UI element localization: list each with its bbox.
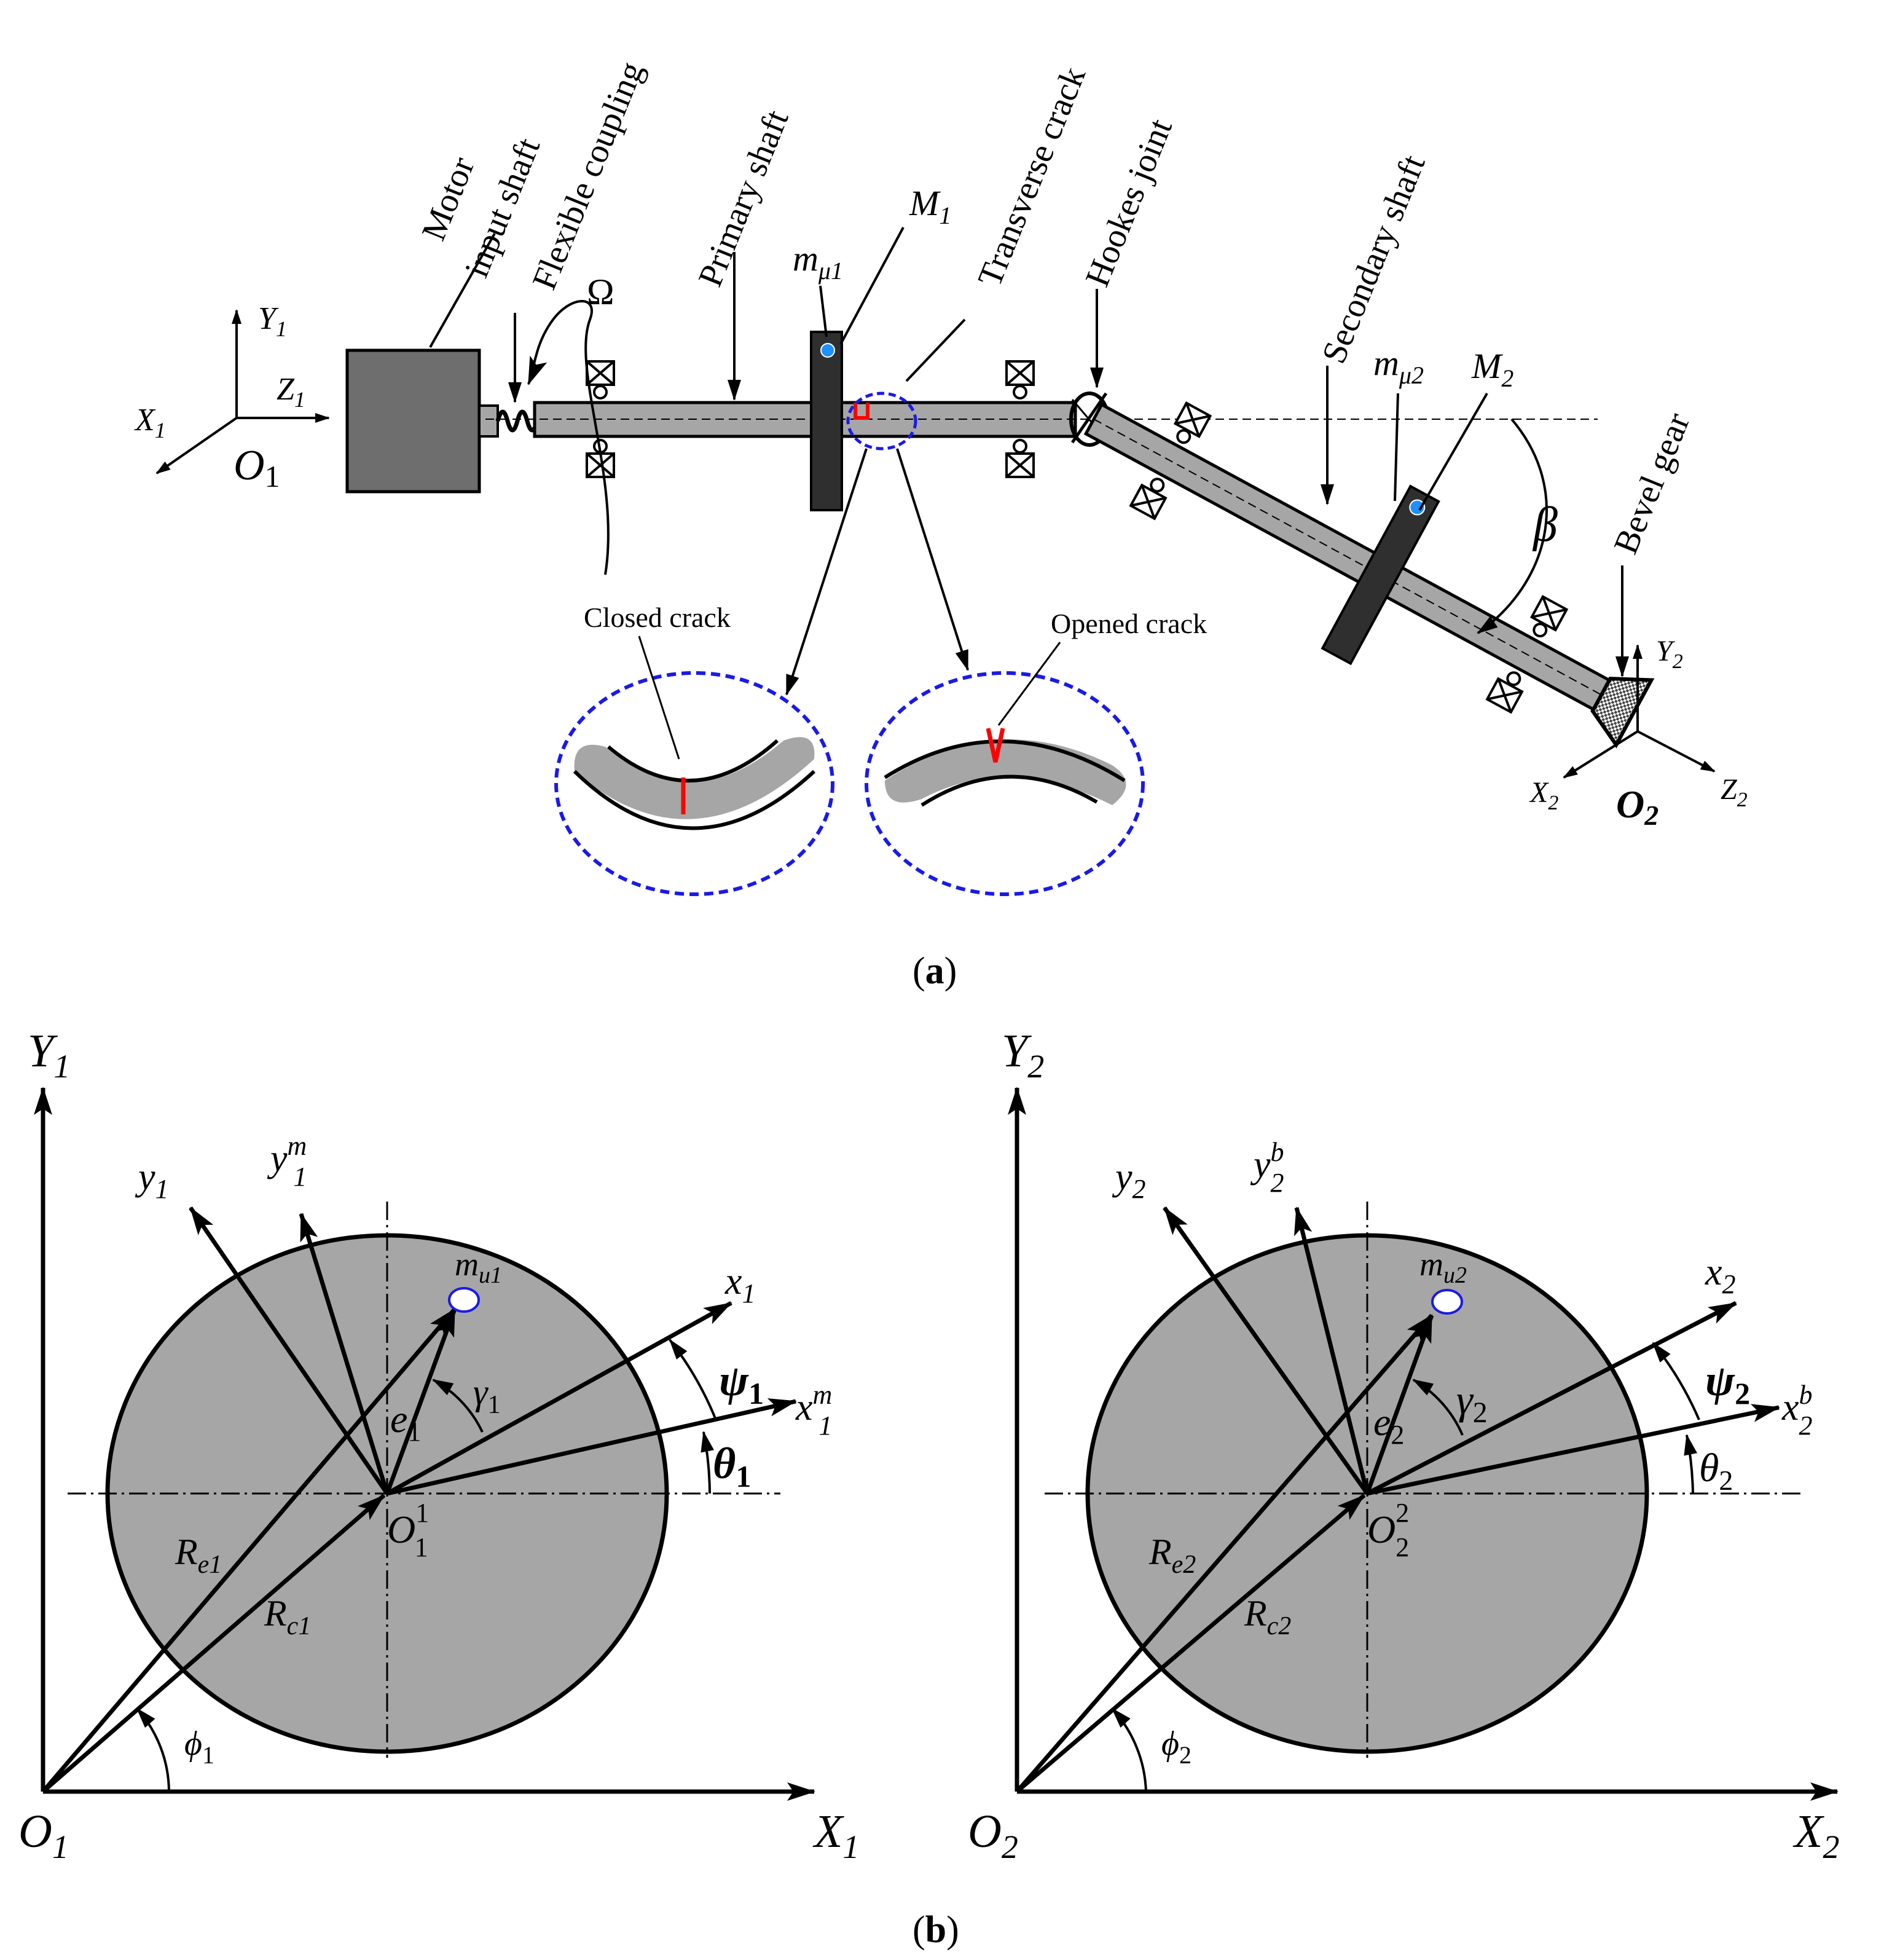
right-Y-axis-label: Y2 (1002, 1025, 1044, 1085)
frame1-O-label: O1 (234, 442, 280, 494)
bearing-icon (1005, 360, 1035, 478)
closed-crack-label: Closed crack (584, 602, 731, 633)
right-mu-label: mu2 (1419, 1246, 1467, 1288)
right-phi-label: ϕ2 (1161, 1725, 1191, 1769)
hookes-joint-label: Hookes joint (1078, 113, 1180, 291)
left-Y-axis-label: Y1 (28, 1025, 70, 1085)
right-Re-label: Re2 (1148, 1532, 1196, 1579)
motor-block (345, 348, 481, 494)
frame1-Y-label: Y1 (258, 301, 287, 341)
bearing-icon (1485, 594, 1569, 714)
secondary-shaft-label: Secondary shaft (1315, 149, 1433, 369)
frame2-Z-label: Z2 (1721, 773, 1748, 811)
unbalance-mass-1 (820, 343, 835, 358)
right-psi-label: ψ2 (1705, 1356, 1750, 1411)
flexible-coupling-label: Flexible coupling (525, 57, 651, 295)
left-e-label: e1 (390, 1397, 421, 1447)
omega-rotation-arrow (527, 300, 610, 575)
right-e-label: e2 (1373, 1400, 1404, 1450)
unbalance-mass-2 (1409, 499, 1426, 516)
frame2-X-label: X2 (1529, 776, 1558, 814)
left-unbalance-mass (448, 1287, 480, 1313)
left-Re-label: Re1 (175, 1532, 222, 1579)
mass2-M-label: M2 (1471, 346, 1513, 392)
mass2-m-label: mμ2 (1373, 343, 1424, 389)
crack-marker (854, 403, 869, 420)
frame1-axes (155, 309, 330, 474)
transverse-crack-label: Transverse crack (971, 61, 1093, 292)
right-O-label: O2 (968, 1806, 1018, 1865)
secondary-shaft-group (1083, 401, 1655, 749)
left-psi-label: ψ1 (719, 1356, 764, 1411)
frame1-Z-label: Z1 (277, 372, 305, 412)
left-O-label: O1 (18, 1806, 69, 1865)
right-theta-label: θ2 (1699, 1446, 1733, 1496)
frame2-O-label: O2 (1616, 782, 1658, 831)
left-theta-label: θ1 (713, 1439, 751, 1494)
left-Rc-label: Rc1 (264, 1593, 311, 1640)
panel-a: Y1 Z1 X1 O1 Ω (134, 57, 1748, 992)
left-mu-label: mu1 (455, 1246, 502, 1288)
right-unbalance-mass (1431, 1289, 1463, 1315)
closed-crack-detail: Closed crack (554, 602, 834, 896)
left-x-label: x1 (724, 1261, 756, 1309)
mass1-M-label: M1 (909, 183, 951, 229)
caption-b: (b) (913, 1909, 959, 1951)
right-x-label: x2 (1705, 1251, 1736, 1299)
opened-crack-label: Opened crack (1051, 608, 1207, 639)
mass1-m-label: mμ1 (793, 238, 843, 285)
disc-1 (810, 331, 843, 511)
right-X-axis-label: X2 (1792, 1806, 1839, 1865)
bevel-gear-label: Bevel gear (1607, 407, 1698, 559)
left-y-label: y1 (135, 1156, 169, 1204)
right-Rc-label: Rc2 (1244, 1593, 1291, 1640)
disc-2 (1321, 484, 1440, 666)
bearing-icon (586, 360, 615, 478)
frame1-X-label: X1 (134, 403, 166, 443)
left-phi-label: ϕ1 (184, 1725, 214, 1769)
primary-shaft-label: Primary shaft (691, 104, 796, 292)
opened-crack-detail: Opened crack (865, 608, 1207, 896)
right-gamma-label: γ2 (1456, 1376, 1488, 1429)
left-X-axis-label: X1 (812, 1806, 859, 1865)
frame2-Y-label: Y2 (1656, 635, 1683, 673)
omega-label: Ω (587, 272, 614, 312)
crack-zoom-circle (846, 392, 917, 451)
beta-label: β (1532, 498, 1558, 552)
left-gamma-label: γ1 (473, 1372, 501, 1419)
right-y-label: y2 (1112, 1156, 1146, 1204)
motor-output-stub (478, 404, 499, 438)
frame2-axes (1563, 644, 1716, 779)
caption-a: (a) (913, 950, 957, 992)
bearing-icon (1129, 401, 1212, 521)
beta-angle-arc (1477, 418, 1548, 634)
